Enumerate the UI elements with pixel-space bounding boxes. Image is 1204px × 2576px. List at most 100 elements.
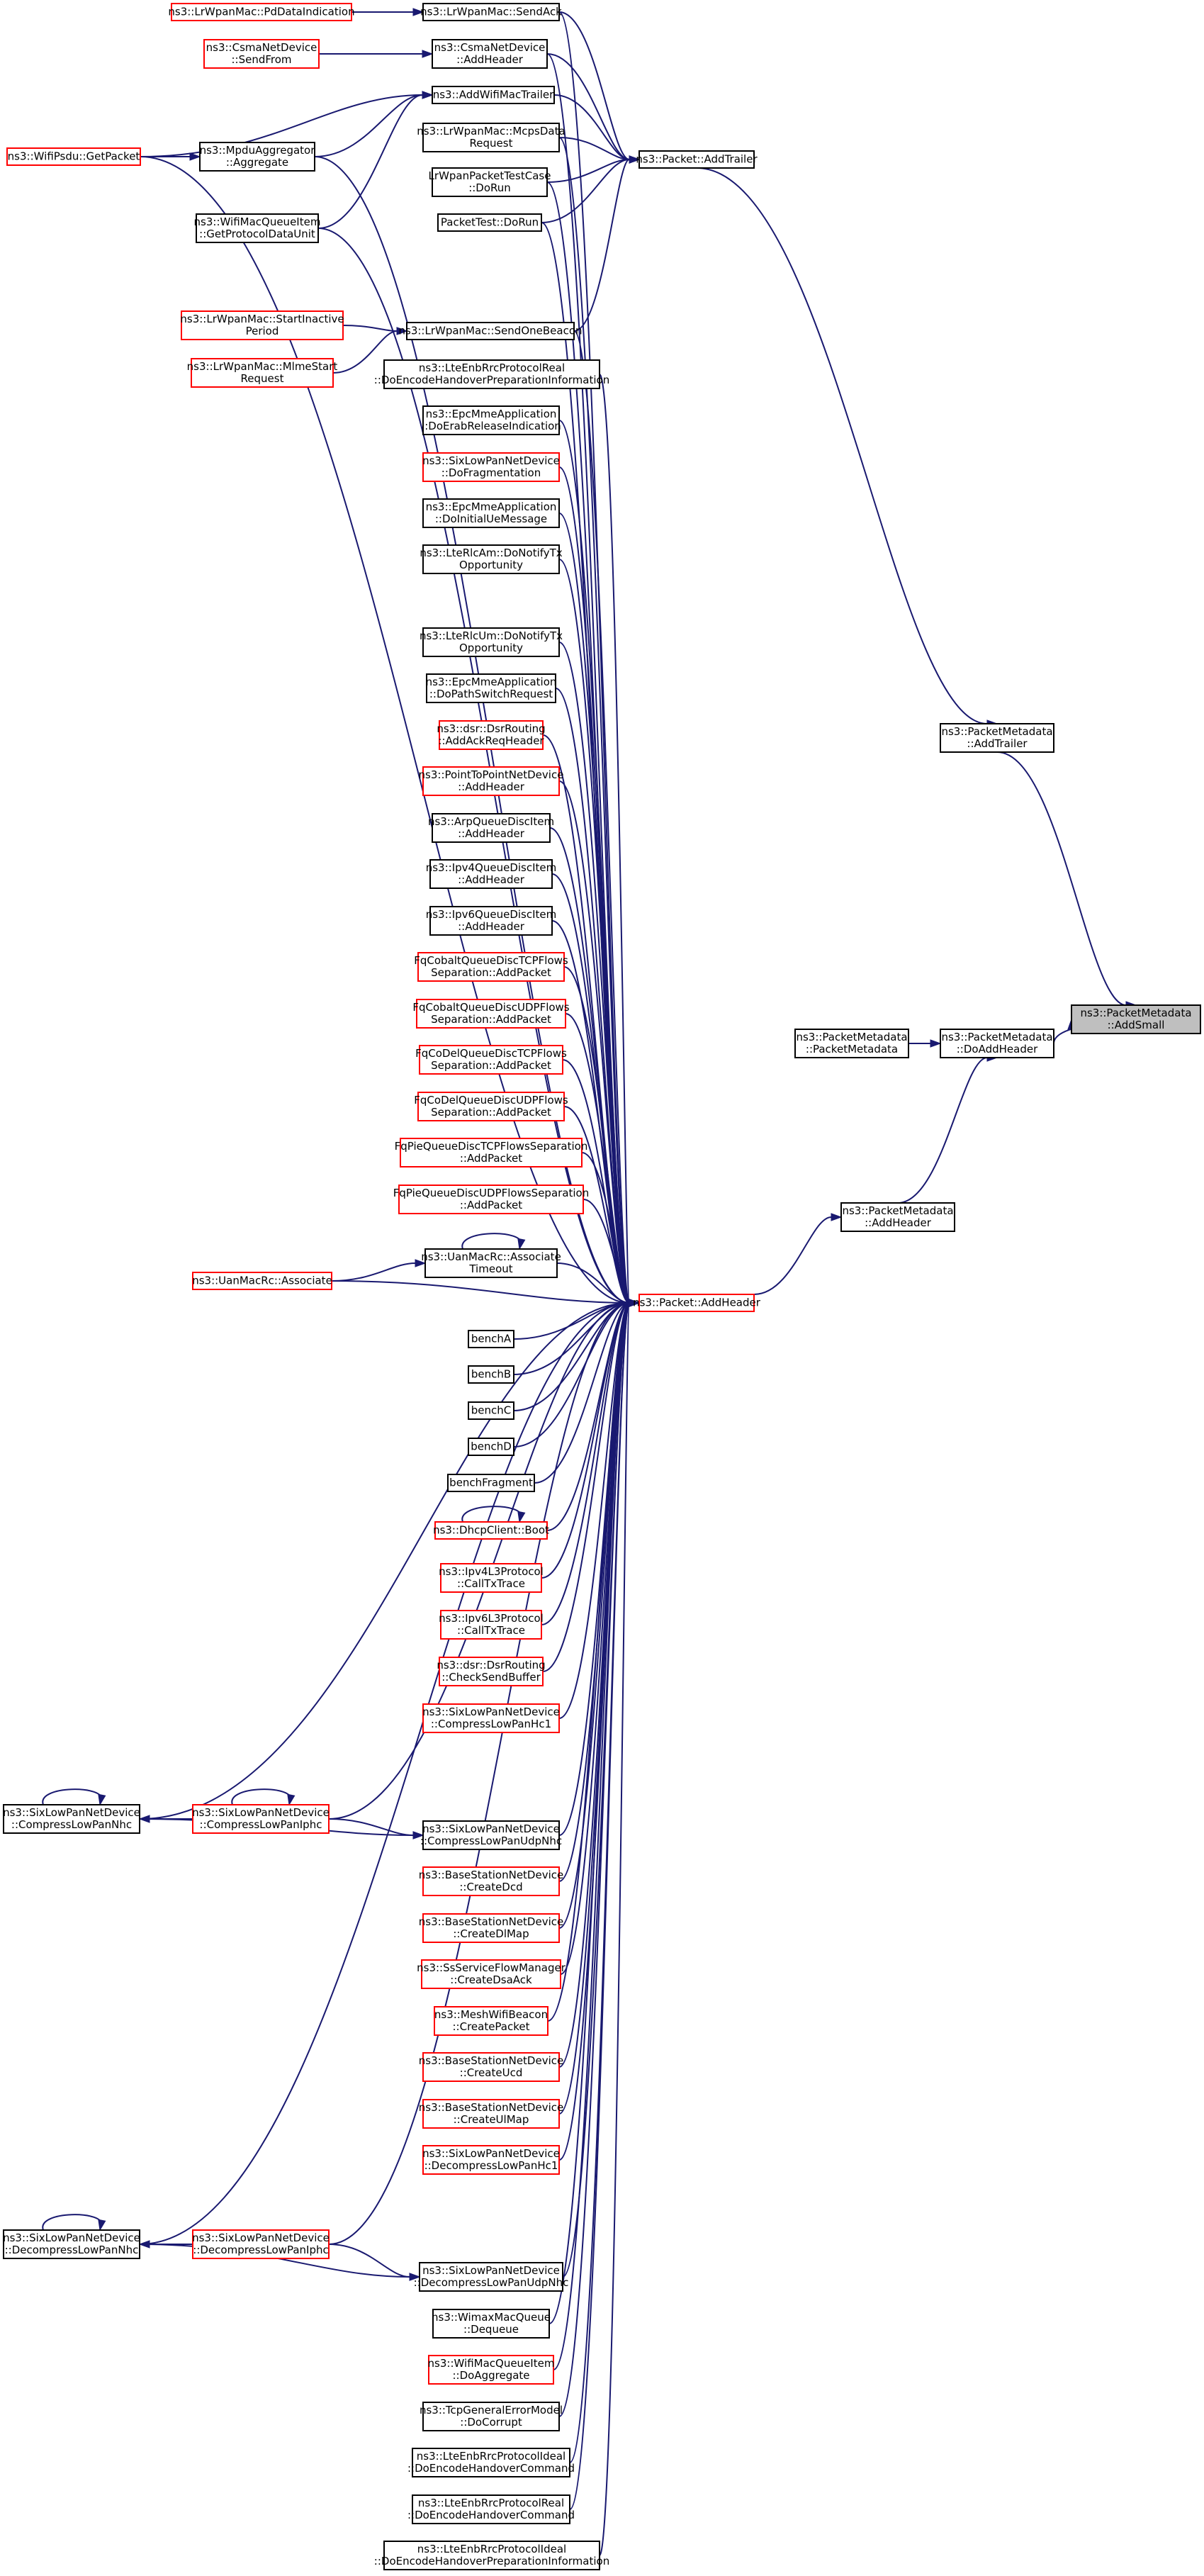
node-comp-udp-nhc[interactable]: ns3::SixLowPanNetDevice::CompressLowPanU… (420, 1820, 562, 1850)
node-label: LrWpanPacketTestCase (429, 169, 551, 182)
node-label: ns3::BaseStationNetDevice (419, 1915, 563, 1928)
node-ipv4l3-calltx[interactable]: ns3::Ipv4L3Protocol::CallTxTrace (439, 1563, 544, 1593)
node-label: ns3::SixLowPanNetDevice (192, 1806, 330, 1819)
node-label: ns3::EpcMmeApplication (426, 500, 557, 513)
node-get-protocol-du[interactable]: ns3::WifiMacQueueItem::GetProtocolDataUn… (194, 213, 321, 243)
node-box (434, 2006, 548, 2036)
node-bs-create-ucd[interactable]: ns3::BaseStationNetDevice::CreateUcd (419, 2052, 563, 2082)
node-p2p-add-header[interactable]: ns3::PointToPointNetDevice::AddHeader (419, 766, 564, 796)
node-pm-add-trailer[interactable]: ns3::PacketMetadata::AddTrailer (940, 723, 1054, 753)
node-bench-frag[interactable]: benchFragment (447, 1474, 535, 1492)
node-label: ::CreateDcd (459, 1881, 522, 1893)
node-lte-ideal-prep[interactable]: ns3::LteEnbRrcProtocolIdeal::DoEncodeHan… (374, 2541, 609, 2570)
node-mesh-beacon-create[interactable]: ns3::MeshWifiBeacon::CreatePacket (434, 2006, 548, 2036)
node-arp-qdi-add-header[interactable]: ns3::ArpQueueDiscItem::AddHeader (428, 813, 554, 843)
edge-line (542, 1302, 630, 1672)
node-ss-create-dsa-ack[interactable]: ns3::SsServiceFlowManager::CreateDsaAck (417, 1959, 566, 1989)
node-dhcp-boot[interactable]: ns3::DhcpClient::Boot (433, 1521, 549, 1540)
node-bench-c[interactable]: benchC (468, 1401, 514, 1420)
node-box (638, 1294, 755, 1312)
node-pm-add-header[interactable]: ns3::PacketMetadata::AddHeader (840, 1202, 955, 1232)
call-edge (461, 1506, 526, 1523)
node-decomp-nhc[interactable]: ns3::SixLowPanNetDevice::DecompressLowPa… (3, 2229, 140, 2259)
node-sixlowpan-frag[interactable]: ns3::SixLowPanNetDevice::DoFragmentation (422, 452, 560, 482)
node-wimax-dequeue[interactable]: ns3::WimaxMacQueue::Dequeue (432, 2309, 551, 2339)
node-csma-add-header[interactable]: ns3::CsmaNetDevice::AddHeader (432, 39, 548, 69)
node-bench-a[interactable]: benchA (468, 1330, 514, 1348)
node-add-wifi-mac-trailer[interactable]: ns3::AddWifiMacTrailer (432, 86, 555, 104)
node-fq-codel-tcp[interactable]: FqCoDelQueueDiscTCPFlowsSeparation::AddP… (415, 1045, 567, 1075)
node-box (398, 1185, 584, 1214)
node-box (447, 1474, 535, 1492)
node-box (440, 1610, 542, 1640)
node-fq-pie-tcp[interactable]: FqPieQueueDiscTCPFlowsSeparation::AddPac… (395, 1138, 588, 1167)
node-ipv4-qdi-add-header[interactable]: ns3::Ipv4QueueDiscItem::AddHeader (426, 859, 557, 889)
node-label: ns3::LrWpanMac::SendOneBeacon (399, 325, 583, 337)
node-bs-create-dcd[interactable]: ns3::BaseStationNetDevice::CreateDcd (419, 1866, 563, 1896)
node-ipv6-qdi-add-header[interactable]: ns3::Ipv6QueueDiscItem::AddHeader (426, 906, 557, 936)
node-lte-ideal-ho-cmd[interactable]: ns3::LteEnbRrcProtocolIdeal::DoEncodeHan… (407, 2448, 575, 2477)
node-packet-test-dorun[interactable]: PacketTest::DoRun (437, 213, 542, 232)
node-send-ack[interactable]: ns3::LrWpanMac::SendAck (420, 3, 562, 21)
node-decomp-iphc[interactable]: ns3::SixLowPanNetDevice::DecompressLowPa… (192, 2229, 330, 2259)
node-fq-cobalt-udp[interactable]: FqCobaltQueueDiscUDPFlowsSeparation::Add… (412, 999, 570, 1029)
edge-line (328, 1302, 630, 2245)
edge-line (314, 94, 423, 157)
node-label: ::CompressLowPanHc1 (431, 1718, 551, 1730)
node-box (794, 1029, 909, 1058)
node-label: ::CreatePacket (452, 2020, 529, 2033)
node-pd-data-ind[interactable]: ns3::LrWpanMac::PdDataIndication (168, 3, 355, 21)
node-epc-path-switch[interactable]: ns3::EpcMmeApplication::DoPathSwitchRequ… (426, 673, 557, 703)
node-packet-add-trailer[interactable]: ns3::Packet::AddTrailer (636, 150, 758, 169)
node-tcp-gem-corrupt[interactable]: ns3::TcpGeneralErrorModel::DoCorrupt (420, 2402, 563, 2431)
node-box (196, 213, 319, 243)
node-fq-pie-udp[interactable]: FqPieQueueDiscUDPFlowsSeparation::AddPac… (393, 1185, 590, 1214)
node-decomp-hc1[interactable]: ns3::SixLowPanNetDevice::DecompressLowPa… (422, 2145, 560, 2175)
node-box (940, 723, 1054, 753)
node-send-one-beacon[interactable]: ns3::LrWpanMac::SendOneBeacon (399, 322, 583, 340)
node-fq-codel-udp[interactable]: FqCoDelQueueDiscUDPFlowsSeparation::AddP… (414, 1092, 568, 1121)
node-decomp-udp-nhc[interactable]: ns3::SixLowPanNetDevice::DecompressLowPa… (414, 2262, 569, 2292)
node-label: ns3::SsServiceFlowManager (417, 1961, 566, 1974)
node-label: ns3::BaseStationNetDevice (419, 1869, 563, 1881)
node-lte-real-prep-top[interactable]: ns3::LteEnbRrcProtocolReal::DoEncodeHand… (374, 359, 609, 389)
node-bs-create-dlmap[interactable]: ns3::BaseStationNetDevice::CreateDlMap (419, 1913, 563, 1943)
node-epc-erab-release[interactable]: ns3::EpcMmeApplication::DoErabReleaseInd… (421, 405, 561, 435)
node-fq-cobalt-tcp[interactable]: FqCobaltQueueDiscTCPFlowsSeparation::Add… (414, 952, 568, 982)
edge-line (558, 642, 630, 1304)
node-csma-send-from[interactable]: ns3::CsmaNetDevice::SendFrom (203, 39, 320, 69)
node-epc-initial-ue[interactable]: ns3::EpcMmeApplication::DoInitialUeMessa… (422, 498, 560, 528)
node-dsr-add-ack[interactable]: ns3::dsr::DsrRouting::AddAckReqHeader (437, 720, 546, 750)
node-bs-create-ulmap[interactable]: ns3::BaseStationNetDevice::CreateUlMap (419, 2099, 563, 2129)
node-pm-ctor[interactable]: ns3::PacketMetadata::PacketMetadata (794, 1029, 909, 1058)
node-label: FqCoDelQueueDiscTCPFlows (415, 1047, 567, 1060)
node-box (3, 2229, 140, 2259)
edge-arrowhead (629, 1299, 641, 1307)
node-ipv6l3-calltx[interactable]: ns3::Ipv6L3Protocol::CallTxTrace (439, 1610, 544, 1640)
node-pm-do-add-header[interactable]: ns3::PacketMetadata::DoAddHeader (940, 1029, 1054, 1058)
node-wifi-psdu-get-packet[interactable]: ns3::WifiPsdu::GetPacket (6, 147, 141, 166)
node-lrwpan-test-dorun[interactable]: LrWpanPacketTestCase::DoRun (429, 167, 551, 197)
node-uan-associate[interactable]: ns3::UanMacRc::Associate (192, 1272, 332, 1290)
call-edge (551, 873, 641, 1307)
node-bench-d[interactable]: benchD (468, 1438, 514, 1456)
node-lte-real-ho-cmd[interactable]: ns3::LteEnbRrcProtocolReal::DoEncodeHand… (407, 2494, 575, 2524)
node-box (412, 2494, 570, 2524)
edge-line (461, 1233, 522, 1250)
node-comp-hc1[interactable]: ns3::SixLowPanNetDevice::CompressLowPanH… (422, 1703, 560, 1733)
node-packet-add-header[interactable]: ns3::Packet::AddHeader (633, 1294, 761, 1312)
node-box (383, 2541, 600, 2570)
node-comp-iphc[interactable]: ns3::SixLowPanNetDevice::CompressLowPanI… (192, 1804, 330, 1834)
node-comp-nhc[interactable]: ns3::SixLowPanNetDevice::CompressLowPanN… (3, 1804, 140, 1834)
node-bench-b[interactable]: benchB (468, 1365, 514, 1384)
node-wmqi-do-aggregate[interactable]: ns3::WifiMacQueueItem::DoAggregate (428, 2355, 555, 2385)
node-label: benchC (471, 1404, 511, 1417)
node-mpdu-aggregate[interactable]: ns3::MpduAggregator::Aggregate (199, 142, 316, 172)
node-dsr-check-send[interactable]: ns3::dsr::DsrRouting::CheckSendBuffer (437, 1657, 546, 1686)
